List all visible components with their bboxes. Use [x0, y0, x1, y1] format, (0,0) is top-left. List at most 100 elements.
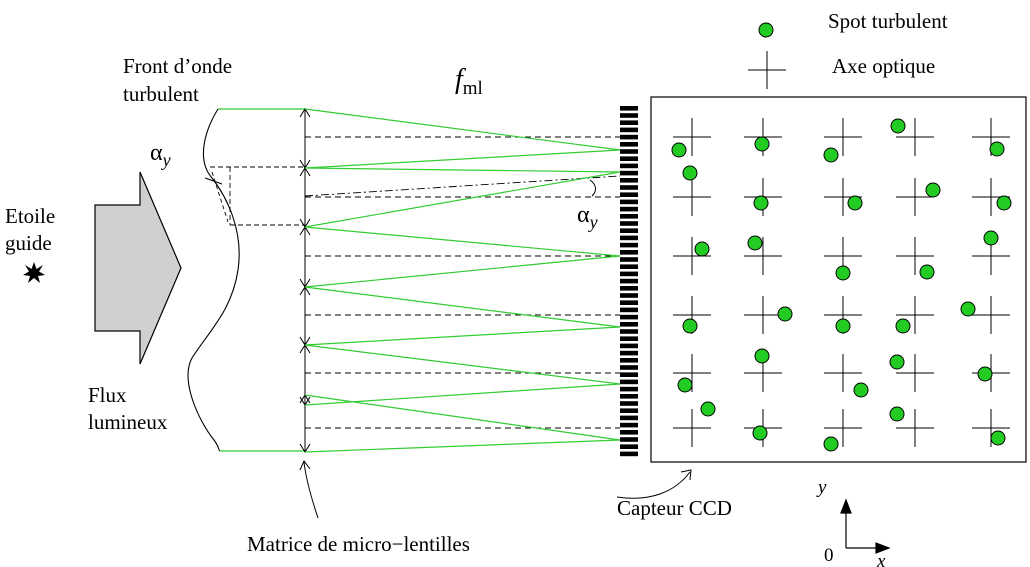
lens-array-pointer-head — [299, 460, 311, 471]
turbulent-spot — [989, 141, 1005, 157]
turbulent-spot — [753, 195, 769, 211]
ccd-pixel-row — [620, 358, 638, 363]
local-tilt-box — [210, 166, 305, 226]
ccd-pixel-row — [620, 214, 638, 219]
turbulent-spot — [835, 318, 851, 334]
ccd-pixel-row — [620, 134, 638, 140]
tilted-chief-ray — [304, 175, 621, 197]
turbulent-spot — [700, 401, 716, 417]
legend-axis-label: Axe optique — [832, 54, 935, 78]
ccd-pixel-row — [620, 365, 638, 370]
focal-length-label: fml — [455, 64, 483, 99]
ccd-label: Capteur CCD — [617, 496, 732, 520]
turbulent-spot — [890, 118, 906, 134]
ccd-pixel-row — [620, 185, 638, 190]
tilt-angle-arc — [204, 177, 223, 185]
optical-axis-cross — [673, 178, 711, 216]
turbulent-spot — [889, 406, 905, 422]
ccd-pixel-row — [620, 156, 638, 161]
lens-array-pointer — [303, 461, 319, 519]
ccd-pixel-row — [620, 394, 638, 399]
turbulent-spot — [677, 377, 693, 393]
turbulent-spot — [754, 348, 770, 364]
turbulent-spot — [682, 165, 698, 181]
optical-axis-cross — [824, 118, 862, 156]
turbulent-spot — [889, 354, 905, 370]
ccd-pixel-row — [620, 336, 638, 341]
optical-axis-cross — [673, 118, 711, 156]
turbulent-spot — [990, 430, 1006, 446]
ccd-pixel-row — [620, 408, 638, 413]
ccd-pixel-row — [620, 300, 638, 305]
front-label-line1: Front d’onde — [123, 54, 232, 78]
detector-plane — [650, 96, 1027, 463]
legend-cross-icon — [748, 51, 786, 89]
tilt-angle-arc-right — [589, 179, 596, 197]
ccd-pixel-row — [620, 127, 638, 133]
ccd-pixel-row — [620, 192, 638, 197]
optical-axis-cross — [896, 237, 934, 275]
ccd-pixel-row — [620, 250, 638, 255]
ccd-pixel-row — [620, 120, 638, 125]
light-flux-arrow — [94, 171, 182, 365]
ccd-pixel-row — [620, 329, 638, 334]
ccd-pixel-row — [620, 322, 638, 327]
turbulent-spot — [977, 366, 993, 382]
turbulent-spot — [847, 195, 863, 211]
optical-axis-cross — [972, 296, 1010, 334]
turbulent-spot — [754, 136, 770, 152]
turbulent-wavefront — [187, 108, 240, 452]
ccd-pixel-row — [620, 415, 638, 421]
ccd-pixel-row — [620, 372, 638, 377]
ccd-pixel-row — [620, 264, 638, 269]
ccd-pixel-row — [620, 307, 638, 313]
optical-axis-cross — [896, 354, 934, 392]
optical-axis-cross — [896, 409, 934, 447]
ccd-pixel-row — [620, 113, 638, 118]
ccd-pixel-row — [620, 401, 638, 406]
turbulent-spot — [853, 382, 869, 398]
flux-label-line2: lumineux — [88, 410, 168, 434]
optical-axis-cross — [896, 178, 934, 216]
ccd-pixel-row — [620, 379, 638, 385]
optical-axis-crosses — [673, 118, 1010, 447]
turbulent-spot — [694, 241, 710, 257]
ccd-pixel-row — [620, 422, 638, 428]
ccd-pointer — [616, 471, 691, 499]
ccd-pixel-row — [620, 206, 638, 212]
ccd-pixel-row — [620, 142, 638, 147]
turbulent-spot — [671, 142, 687, 158]
ccd-pixel-row — [620, 437, 638, 442]
ccd-pixel-row — [620, 106, 638, 111]
turbulent-spot — [895, 318, 911, 334]
turbulent-spot — [823, 147, 839, 163]
ccd-pixel-row — [620, 444, 638, 449]
axis-x-label: x — [876, 551, 886, 567]
turbulent-spot — [682, 318, 698, 334]
legend-spot-icon — [758, 22, 774, 38]
optical-axis-cross — [744, 296, 782, 334]
sub-aperture-axes — [305, 136, 620, 429]
ccd-pixel-row — [620, 293, 638, 298]
ccd-pixel-row — [620, 451, 638, 457]
turbulent-spot — [919, 264, 935, 280]
axis-origin-label: 0 — [824, 545, 834, 566]
ccd-pixel-row — [620, 228, 638, 233]
alpha-left: αy — [150, 140, 171, 170]
turbulent-spot — [925, 182, 941, 198]
optical-axis-cross — [896, 296, 934, 334]
ccd-pixel-row — [620, 149, 638, 154]
turbulent-spot — [960, 301, 976, 317]
ccd-pixel-row — [620, 170, 638, 176]
ccd-pixel-row — [620, 286, 638, 291]
flux-label-line1: Flux — [88, 383, 127, 407]
ccd-pointer-head — [680, 469, 692, 481]
lens-array-label: Matrice de micro−lentilles — [247, 532, 470, 556]
ccd-pixel-row — [620, 235, 638, 241]
tilt-tangent — [211, 171, 229, 223]
turbulent-spots — [671, 118, 1012, 452]
ccd-pixel-row — [620, 163, 638, 169]
star-label-line1: Etoile — [5, 204, 55, 228]
turbulent-spot — [747, 235, 763, 251]
